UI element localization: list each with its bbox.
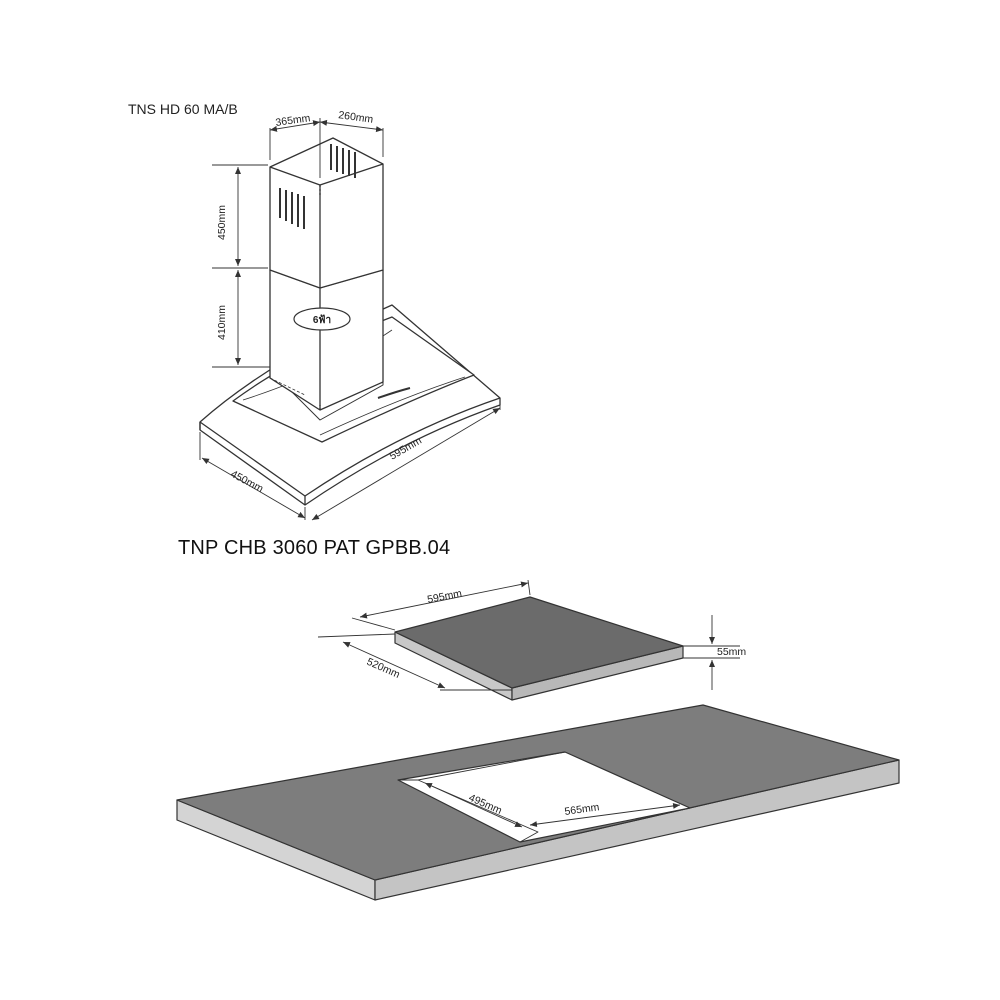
hood-dimension-lines — [199, 118, 501, 521]
hob-thickness-label: 55mm — [717, 646, 746, 658]
hob-width-label: 595mm — [426, 587, 463, 606]
hob-dimension-lines — [317, 579, 740, 691]
cutout-dimension-lines — [424, 782, 681, 828]
hob-top-surface — [394, 596, 684, 689]
hood-logo-text: 6ฟ้า — [313, 314, 331, 326]
countertop-drawing — [176, 704, 900, 901]
hood-logo-oval — [293, 307, 351, 331]
chimney-vents — [279, 144, 356, 229]
hob-depth-label: 520mm — [365, 656, 402, 681]
hob-model-title: TNP CHB 3060 PAT GPBB.04 — [178, 537, 451, 559]
upper-height-label: 450mm — [216, 205, 228, 240]
range-hood-drawing — [199, 137, 501, 506]
chimney-depth-label: 365mm — [275, 112, 312, 129]
cutout-width-label: 565mm — [564, 801, 601, 818]
hood-model-title: TNS HD 60 MA/B — [128, 101, 238, 117]
lower-chimney — [269, 269, 384, 411]
chimney-width-label: 260mm — [338, 109, 375, 126]
lower-height-label: 410mm — [216, 305, 228, 340]
